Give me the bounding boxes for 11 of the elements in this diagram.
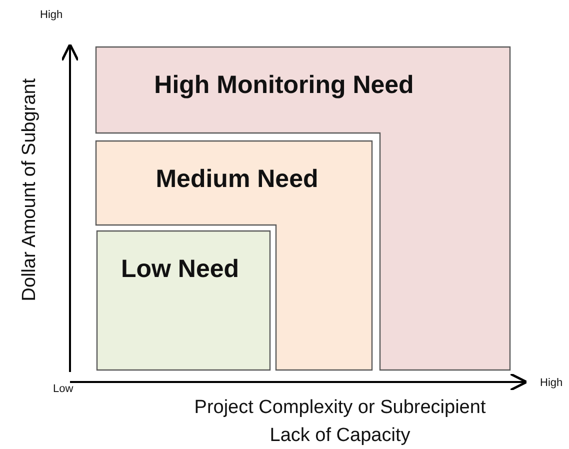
region-label: High Monitoring Need	[153, 70, 415, 100]
x-axis-title: Project Complexity or Subrecipient Lack of Capacity	[193, 396, 487, 448]
axis-end-label: High	[40, 9, 63, 21]
need-region	[97, 231, 270, 370]
axis-end-label: High	[540, 377, 563, 389]
region-label: Medium Need	[154, 164, 320, 194]
region-label: Low Need	[120, 254, 240, 284]
y-axis-title: Dollar Amount of Subgrant	[18, 77, 42, 304]
axis-end-label: Low	[53, 383, 74, 395]
need-region	[96, 47, 510, 370]
need-region	[96, 141, 372, 370]
